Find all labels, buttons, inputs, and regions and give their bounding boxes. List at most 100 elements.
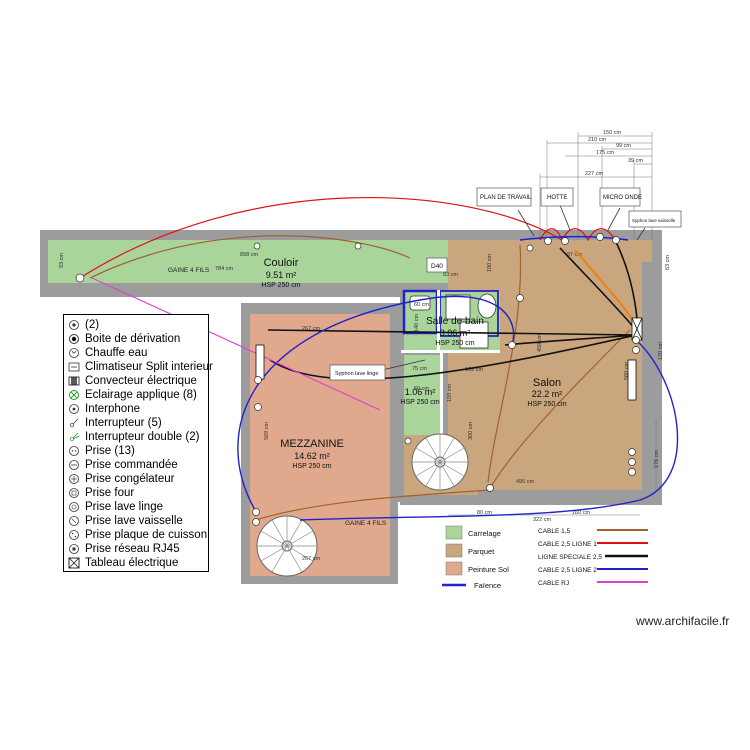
convector-icon — [68, 375, 80, 387]
faience-label: Faïence — [474, 581, 501, 590]
dim-97: 97 cm — [567, 252, 582, 258]
room-salon-area: 22.2 m² — [532, 389, 563, 399]
room-mezzanine-hsp: HSP 250 cm — [292, 463, 331, 470]
cable-legend-label-4: CABLE 2,5 LIGNE 2 — [538, 567, 597, 574]
material-legend: Carrelage Parquet Peinture Sol Faïence — [442, 525, 509, 590]
legend-label: Prise lave linge — [85, 500, 163, 513]
room-couloir-area: 9.51 m² — [266, 270, 297, 280]
dim-210: 210 cm — [588, 137, 606, 143]
stair-step-3 — [439, 437, 455, 463]
floor-salon — [448, 240, 652, 490]
outlet-15 — [486, 484, 494, 492]
freezer-outlet-icon — [68, 473, 80, 485]
cable-black-1 — [267, 329, 637, 336]
stair2-step-9 — [271, 545, 288, 573]
water-heater-icon — [68, 347, 80, 359]
legend-label: Interrupteur double (2) — [85, 430, 200, 443]
dishwasher-outlet-icon — [68, 515, 80, 527]
arrow-syphon-ll — [381, 359, 426, 371]
arrow-micro — [607, 207, 621, 231]
legend-label: Tableau électrique — [85, 556, 179, 569]
callout-micro-box — [599, 187, 641, 207]
room-mezzanine-area: 14.62 m² — [294, 451, 330, 461]
legend-row-hob-outlet: Prise plaque de cuisson — [64, 528, 207, 541]
floor-couloir — [48, 240, 448, 283]
room-salon-name: Salon — [533, 377, 561, 389]
arrow-plan — [517, 209, 535, 237]
cable-brown-salon-2 — [491, 329, 631, 486]
outlet-pair-icon — [68, 319, 80, 331]
junction-box-icon — [68, 333, 80, 345]
legend-label: Prise plaque de cuisson — [85, 528, 208, 541]
floor-wc — [404, 355, 440, 435]
legend-row-junction-box: Boite de dérivation — [64, 332, 180, 345]
callout-hotte: HOTTE — [547, 195, 567, 201]
dim-898: 898 cm — [240, 252, 258, 258]
legend-row-wall-light: Eclairage applique (8) — [64, 388, 197, 401]
outlet-20 — [253, 242, 261, 250]
cable-legend-label-1: CABLE 1,5 — [538, 528, 571, 535]
legend-label: Boite de dérivation — [85, 332, 181, 345]
room-wc-hsp: HSP 250 cm — [400, 399, 439, 406]
electrical-panel-icon — [68, 557, 80, 569]
dim-63: 63 cm — [665, 255, 671, 270]
stair-step-6 — [415, 447, 441, 463]
material-peinture-label: Peinture Sol — [468, 565, 509, 574]
stair2-step-10 — [286, 545, 303, 573]
legend-label: Eclairage applique (8) — [85, 388, 197, 401]
toilet — [477, 293, 497, 319]
swatch-peinture — [445, 561, 463, 576]
legend-row-water-heater: Chauffe eau — [64, 346, 147, 359]
dim-160: 160 cm — [572, 510, 590, 516]
outlets — [75, 233, 640, 526]
cable-black-3 — [559, 247, 637, 331]
inner-wall-1 — [401, 350, 500, 353]
hob-outlet-icon — [68, 529, 80, 541]
cable-orange-special — [574, 249, 637, 326]
spiral-stair-salon — [411, 433, 469, 491]
switch-icon — [68, 417, 80, 429]
dim-300: 300 cm — [468, 422, 474, 440]
callout-syphon-ll-box — [329, 364, 386, 381]
spiral-stair-mezzanine — [256, 515, 318, 577]
legend-row-intercom: Interphone — [64, 402, 140, 415]
legend-row-air-conditioner: Climatiseur Split interieur — [64, 360, 213, 373]
legend-label: Prise réseau RJ45 — [85, 542, 180, 555]
dim-784: 784 cm — [215, 266, 233, 272]
room-sdb-hsp: HSP 250 cm — [435, 340, 474, 347]
legend-row-washer-outlet: Prise lave linge — [64, 500, 163, 513]
legend-row-oven-outlet: Prise four — [64, 486, 134, 499]
legend-label: Prise lave vaisselle — [85, 514, 183, 527]
dim-60b: 60 cm — [414, 386, 429, 392]
callout-arrows — [381, 204, 646, 371]
cable-black-5 — [504, 334, 637, 346]
stair-step-5 — [425, 437, 441, 463]
legend-row-freezer-outlet: Prise congélateur — [64, 472, 175, 485]
outlet-1 — [75, 273, 85, 283]
legend-row-double-switch: Interrupteur double (2) — [64, 430, 199, 443]
legend-row-switch: Interrupteur (5) — [64, 416, 162, 429]
gaine-label-top: GAINE 4 FILS — [168, 267, 210, 274]
outlet-12 — [628, 448, 636, 456]
dim-176: 176 cm — [654, 450, 660, 468]
cable-red-arc — [79, 196, 563, 279]
inner-walls — [401, 290, 500, 438]
bathroom-fixtures — [409, 293, 497, 349]
stair2-step-2 — [286, 530, 314, 547]
dim-267b: 267 cm — [302, 556, 320, 562]
stair2-step-6 — [260, 530, 288, 547]
dim-322: 322 cm — [533, 517, 551, 523]
outlet-17 — [404, 437, 412, 445]
dim-99: 99 cm — [616, 143, 631, 149]
washer-outlet-icon — [68, 501, 80, 513]
cable-red-kitchen — [539, 228, 616, 242]
dimension-labels: 150 cm 210 cm 99 cm 175 cm 39 cm 227 cm … — [59, 130, 671, 562]
room-labels: Couloir 9.51 m² HSP 250 cm Salle de bain… — [261, 257, 566, 470]
swatch-parquet — [445, 543, 463, 558]
stair-step-2 — [439, 447, 465, 463]
cable-brown-salon-1 — [487, 244, 522, 483]
callout-texts: PLAN DE TRAVAIL HOTTE MICRO ONDE Syphon … — [335, 195, 676, 377]
room-sdb-name: Salle de bain — [426, 316, 484, 327]
callout-syphon-ll: Syphon lave linge — [335, 371, 378, 377]
